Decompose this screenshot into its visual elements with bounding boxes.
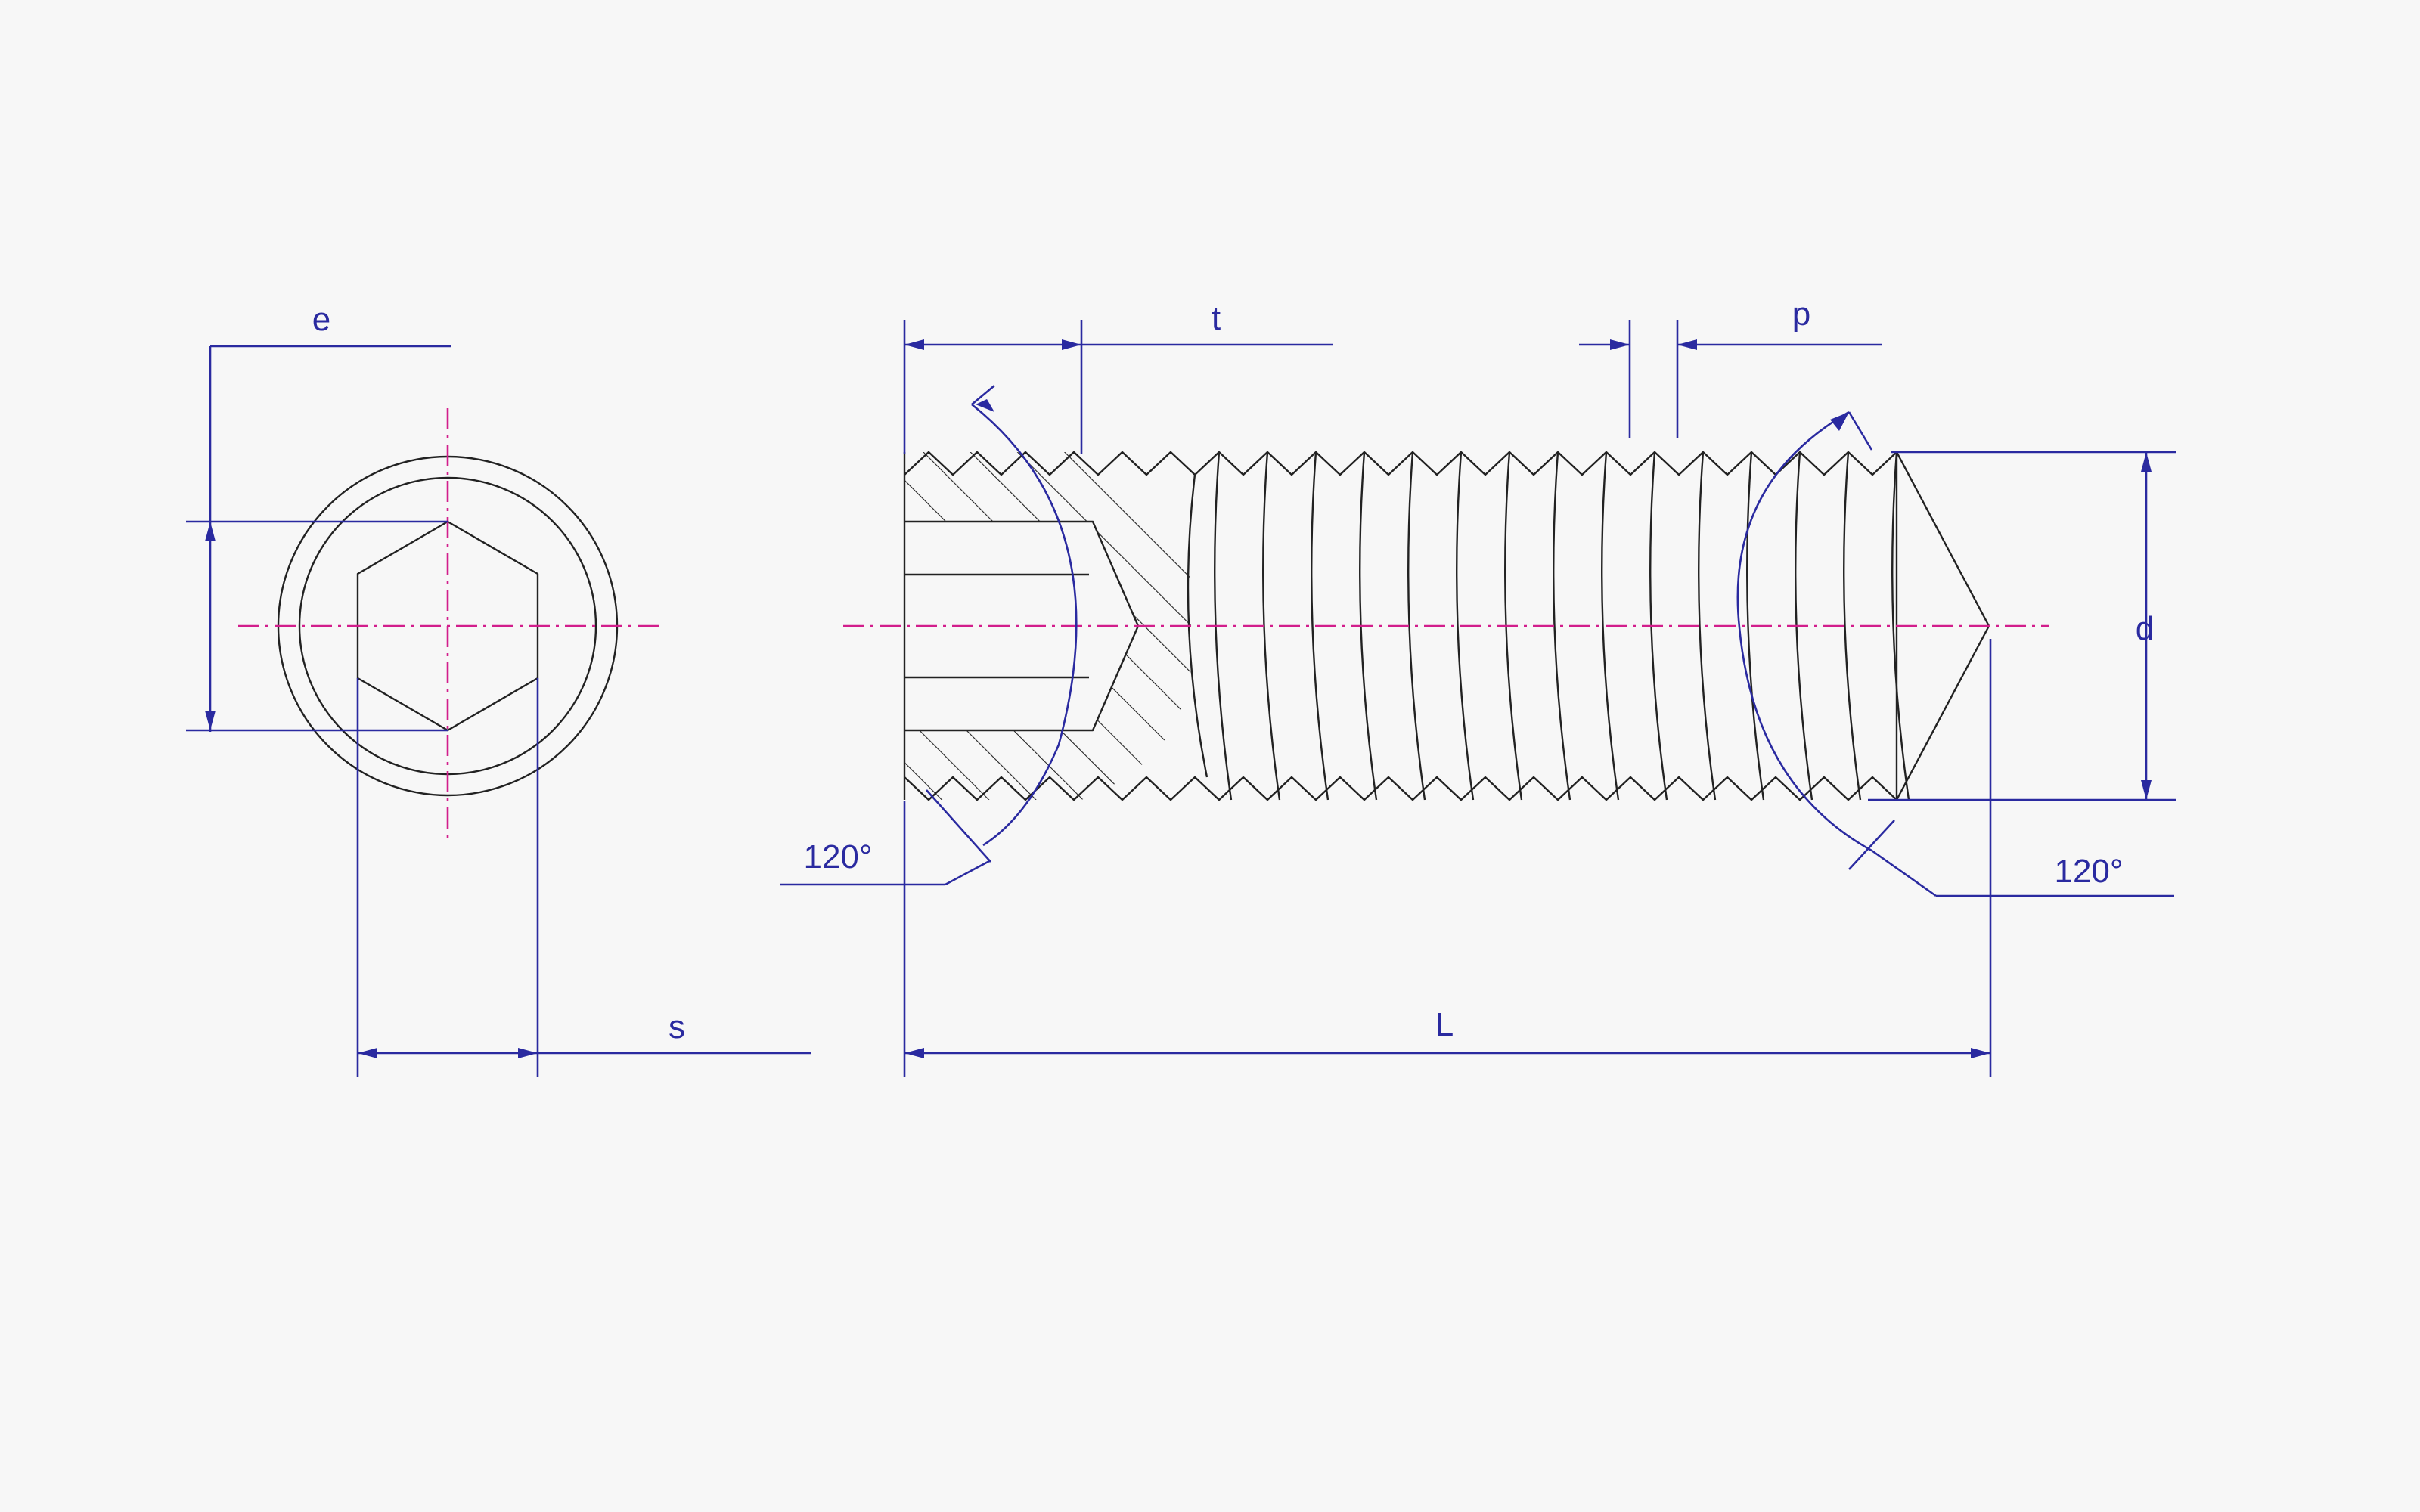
label-e: e [312,301,330,338]
angle-right: 120° [1736,411,2174,897]
label-s: s [669,1009,685,1046]
label-d: d [2136,610,2154,647]
section-hatching [904,452,1193,800]
label-angle-left: 120° [803,838,872,875]
dimension-L: L [903,639,1992,1077]
thread-top [904,451,1897,476]
label-angle-right: 120° [2054,853,2123,890]
dimension-e: e [186,301,451,732]
dimension-d: d [1868,451,2176,801]
dimension-t: t [903,300,1333,454]
thread-bottom [904,776,1897,801]
dimension-s: s [356,678,811,1077]
end-view [238,408,662,843]
side-view [843,451,2049,801]
label-p: p [1792,296,1810,333]
dimension-p: p [1579,296,1882,438]
thread-flanks [1187,451,1910,801]
label-L: L [1435,1006,1454,1043]
label-t: t [1212,300,1221,337]
angle-left: 120° [780,385,1078,886]
